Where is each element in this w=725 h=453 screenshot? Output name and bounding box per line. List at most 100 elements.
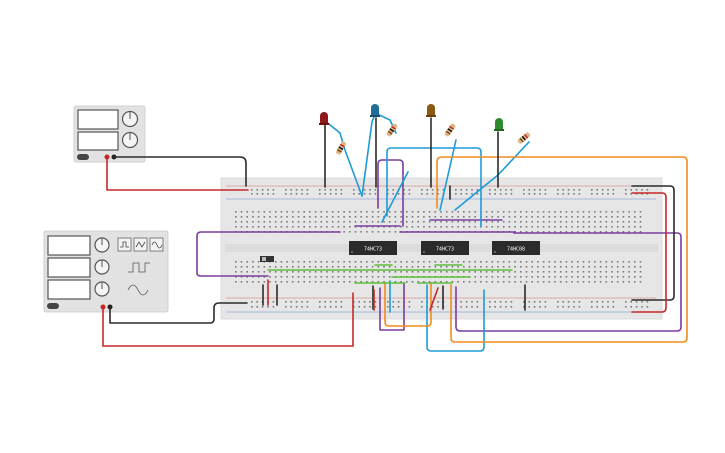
wire-cyan-top-loop[interactable] bbox=[386, 147, 482, 227]
breadboard-hole bbox=[559, 221, 562, 223]
breadboard-hole bbox=[314, 221, 317, 223]
power-toggle[interactable] bbox=[77, 154, 89, 160]
breadboard-hole bbox=[261, 306, 264, 308]
led-green[interactable] bbox=[494, 118, 504, 131]
breadboard-hole bbox=[474, 266, 476, 268]
wire-purple-right[interactable] bbox=[455, 232, 682, 332]
leds[interactable] bbox=[319, 104, 504, 131]
resistor-1[interactable] bbox=[335, 141, 346, 156]
wire-black-psu-gnd[interactable] bbox=[113, 156, 247, 187]
breadboard-hole bbox=[442, 189, 445, 191]
breadboard-hole bbox=[531, 276, 533, 278]
breadboard-hole bbox=[320, 261, 323, 263]
breadboard-hole bbox=[388, 271, 391, 273]
ic-chips[interactable]: 74HC73 74HC73 74HC08 bbox=[349, 241, 540, 255]
breadboard-hole bbox=[353, 189, 355, 191]
wire-black-right-rail[interactable] bbox=[631, 185, 675, 301]
breadboard-hole bbox=[457, 281, 459, 283]
breadboard-hole bbox=[263, 211, 266, 213]
wire-red-fg-signal[interactable] bbox=[102, 292, 354, 347]
breadboard-hole bbox=[588, 211, 590, 213]
breadboard-hole bbox=[274, 211, 277, 213]
breadboard-hole bbox=[520, 221, 522, 223]
resistor-3[interactable] bbox=[444, 123, 456, 137]
wire-cyan-led-red[interactable] bbox=[323, 119, 363, 197]
breadboard-hole bbox=[274, 266, 277, 268]
breadboard-hole bbox=[502, 211, 505, 213]
breadboard-hole bbox=[301, 189, 303, 191]
breadboard-hole bbox=[571, 271, 573, 273]
breadboard-hole bbox=[525, 271, 528, 273]
breadboard-hole bbox=[263, 266, 266, 268]
breadboard-hole bbox=[548, 226, 551, 228]
breadboard-hole bbox=[628, 216, 630, 218]
breadboard-hole bbox=[340, 306, 343, 308]
wire-purple-lower[interactable] bbox=[379, 282, 405, 331]
breadboard-hole bbox=[625, 193, 627, 195]
wire-orange-bottom[interactable] bbox=[384, 282, 432, 327]
breadboard-hole bbox=[331, 281, 334, 283]
breadboard-hole bbox=[331, 216, 334, 218]
led-red[interactable] bbox=[319, 112, 329, 125]
breadboard-hole bbox=[544, 193, 547, 195]
breadboard-hole bbox=[363, 193, 366, 195]
breadboard-hole bbox=[306, 306, 309, 308]
breadboard-hole bbox=[520, 261, 522, 263]
wire-orange-top[interactable] bbox=[436, 156, 688, 343]
breadboard-hole bbox=[616, 221, 619, 223]
breadboard-hole bbox=[314, 261, 317, 263]
breadboard-hole bbox=[374, 301, 377, 303]
wire-purple-clock-bus[interactable] bbox=[196, 231, 341, 277]
led-amber[interactable] bbox=[426, 104, 436, 117]
breadboard-hole bbox=[565, 281, 568, 283]
breadboard-hole bbox=[335, 189, 337, 191]
breadboard-hole bbox=[335, 301, 337, 303]
chip-u3[interactable]: 74HC08 bbox=[492, 241, 540, 255]
resistor-2[interactable] bbox=[386, 123, 398, 137]
wire-red-vcc-3[interactable] bbox=[429, 287, 439, 311]
breadboard-hole bbox=[634, 266, 636, 268]
wire-cyan-led-amber[interactable] bbox=[439, 139, 457, 211]
breadboard-hole bbox=[246, 226, 248, 228]
breadboard-hole bbox=[411, 211, 414, 213]
breadboard-hole bbox=[257, 221, 260, 223]
breadboard-hole bbox=[374, 306, 377, 308]
led-blue[interactable] bbox=[370, 104, 380, 117]
breadboard-hole bbox=[514, 211, 516, 213]
breadboard-hole bbox=[261, 193, 264, 195]
breadboard-hole bbox=[252, 266, 254, 268]
generator-power-toggle[interactable] bbox=[47, 303, 59, 309]
breadboard-hole bbox=[274, 221, 277, 223]
square-wave-button[interactable] bbox=[117, 237, 132, 252]
breadboard-hole bbox=[489, 193, 491, 195]
breadboard-hole bbox=[388, 261, 391, 263]
breadboard-hole bbox=[485, 216, 488, 218]
breadboard-hole bbox=[263, 226, 266, 228]
breadboard-hole bbox=[269, 216, 271, 218]
breadboard-hole bbox=[417, 216, 419, 218]
breadboard-hole bbox=[596, 189, 598, 191]
wire-black-fg-gnd[interactable] bbox=[109, 302, 248, 324]
resistor-4[interactable] bbox=[517, 132, 531, 145]
breadboard-hole bbox=[349, 221, 351, 223]
breadboard-hole bbox=[548, 216, 551, 218]
breadboard-hole bbox=[582, 221, 585, 223]
dc-power-supply[interactable] bbox=[73, 105, 146, 163]
breadboard-hole bbox=[588, 276, 590, 278]
breadboard-hole bbox=[591, 189, 593, 191]
breadboard-hole bbox=[577, 281, 579, 283]
resistors[interactable] bbox=[335, 123, 531, 155]
wire-purple-upper[interactable] bbox=[377, 159, 404, 227]
chip-u2[interactable]: 74HC73 bbox=[421, 241, 469, 255]
chip-u1[interactable]: 74HC73 bbox=[349, 241, 397, 255]
breadboard-hole bbox=[383, 271, 385, 273]
wire-cyan-bottom-loop[interactable] bbox=[426, 284, 485, 352]
breadboard-hole bbox=[497, 221, 499, 223]
function-generator[interactable] bbox=[43, 230, 169, 313]
wire-red-right-rail[interactable] bbox=[631, 192, 667, 313]
breadboard-hole bbox=[451, 261, 454, 263]
wire-red-psu-vcc[interactable] bbox=[106, 156, 249, 191]
slide-switch[interactable] bbox=[260, 256, 274, 262]
breadboard-hole bbox=[485, 271, 488, 273]
